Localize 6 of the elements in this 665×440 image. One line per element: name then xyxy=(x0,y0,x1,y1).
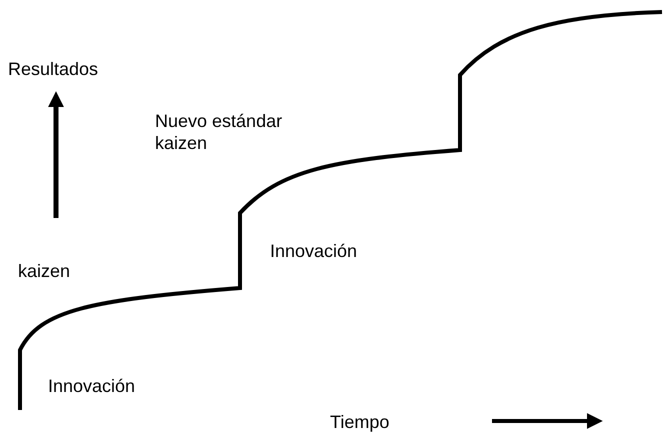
annotation-text: Innovación xyxy=(270,240,358,262)
axis-label: Tiempo xyxy=(330,411,390,433)
annotation-text: Nuevo estándar kaizen xyxy=(155,110,284,154)
annotation-text: Innovación xyxy=(48,375,136,397)
axis-label: Resultados xyxy=(8,58,98,80)
annotation-text: kaizen xyxy=(18,260,70,282)
